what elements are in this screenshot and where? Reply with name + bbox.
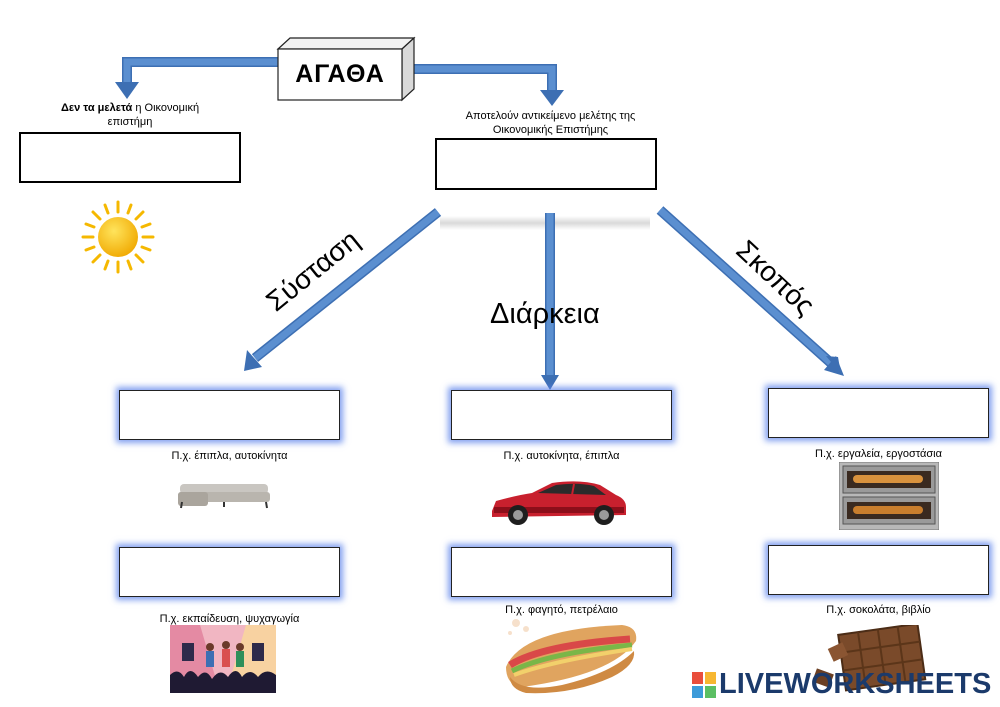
concert-icon xyxy=(170,625,276,693)
duration-arrow xyxy=(541,213,559,390)
root-title: ΑΓΑΘΑ xyxy=(295,60,385,88)
branch-label-duration: Διάρκεια xyxy=(490,298,600,330)
right-note: Αποτελούν αντικείμενο μελέτης της Οικονο… xyxy=(465,110,636,136)
answer-box-col1-row2[interactable] xyxy=(119,547,340,597)
root-cube xyxy=(276,36,416,102)
caption-col3-row1: Π.χ. εργαλεία, εργοστάσια xyxy=(815,448,942,460)
oven-icon xyxy=(839,462,939,530)
purpose-arrow xyxy=(656,206,844,376)
answer-box-col2-row2[interactable] xyxy=(451,547,672,597)
sofa-icon xyxy=(178,484,270,509)
answer-box-col1-row1[interactable] xyxy=(119,390,340,440)
caption-col3-row2: Π.χ. σοκολάτα, βιβλίο xyxy=(826,604,931,616)
liveworksheets-logo-icon xyxy=(692,671,716,698)
sandwich-icon xyxy=(506,619,637,694)
answer-box-col3-row1[interactable] xyxy=(768,388,989,438)
left-note-bold: Δεν τα μελετά xyxy=(60,102,133,114)
car-icon xyxy=(492,481,626,525)
left-note: Δεν τα μελετά η Οικονομική επιστήμη xyxy=(40,101,220,129)
left-elbow-arrow xyxy=(115,57,278,99)
answer-box-col2-row1[interactable] xyxy=(451,390,672,440)
answer-box-not-studied[interactable] xyxy=(19,132,241,183)
answer-box-studied[interactable] xyxy=(435,138,657,190)
chocolate-icon xyxy=(812,625,927,692)
caption-col2-row2: Π.χ. φαγητό, πετρέλαιο xyxy=(505,604,618,616)
right-elbow-arrow xyxy=(408,64,564,106)
caption-col1-row1: Π.χ. έπιπλα, αυτοκίνητα xyxy=(171,450,288,462)
caption-col1-row2: Π.χ. εκπαίδευση, ψυχαγωγία xyxy=(159,613,300,625)
liveworksheets-logo-text: LIVEWORKSHEETS xyxy=(719,668,992,700)
caption-col2-row1: Π.χ. αυτοκίνητα, έπιπλα xyxy=(503,450,620,462)
answer-box-col3-row2[interactable] xyxy=(768,545,989,595)
composition-arrow xyxy=(244,208,442,371)
liveworksheets-logo: LIVEWORKSHEETS xyxy=(692,668,991,701)
sun-icon xyxy=(81,200,155,274)
left-note-rest: η Οικονομική επιστήμη xyxy=(107,102,200,128)
